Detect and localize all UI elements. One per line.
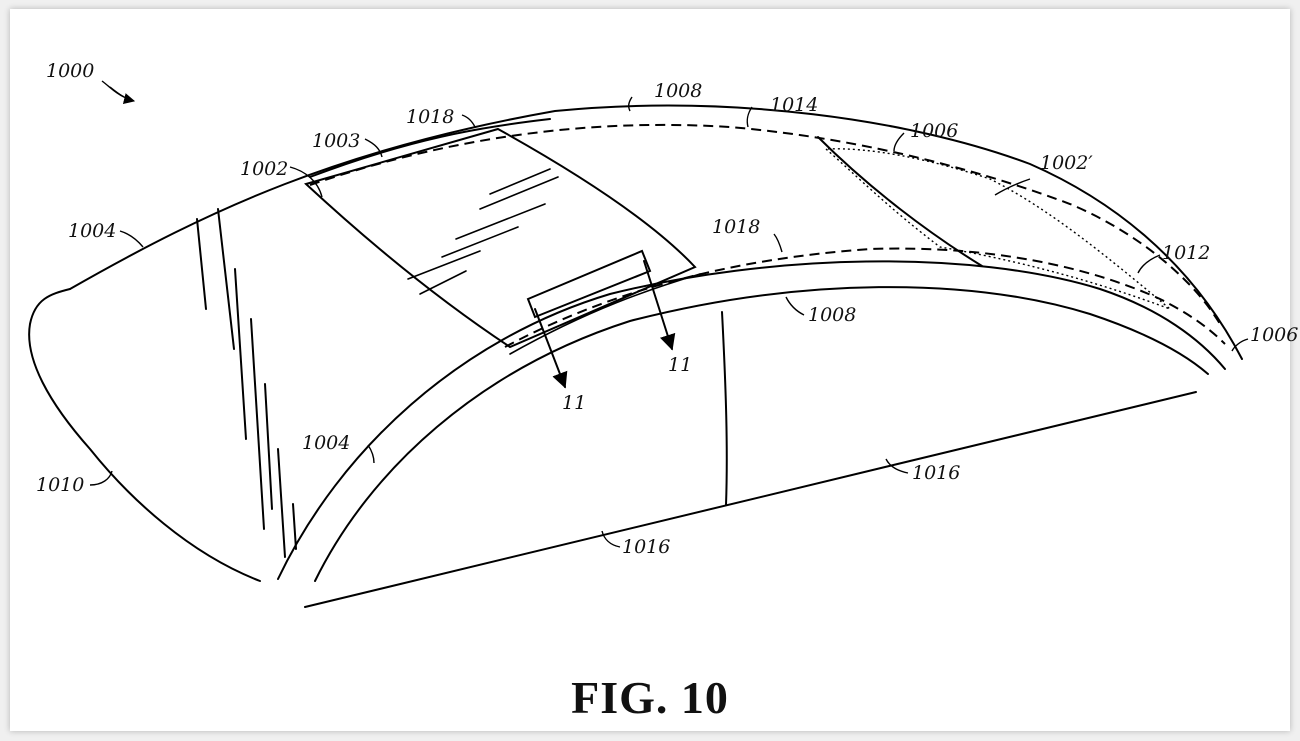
- ref-1008-side: 1008: [808, 304, 856, 326]
- roof-inner-outline: [309, 118, 551, 178]
- roof-channel-line: [509, 273, 701, 355]
- ref-1003: 1003: [312, 130, 360, 152]
- ref-1018-side: 1018: [712, 216, 760, 238]
- ref-1006-edge: 1006: [1250, 324, 1298, 346]
- roof-panel-1002: [304, 127, 697, 349]
- lower-body-line: [304, 391, 1197, 608]
- ref-1004-top: 1004: [68, 220, 116, 242]
- windshield-reflection-lines: [196, 208, 297, 558]
- panel-reflection-lines: [407, 168, 559, 295]
- roof-side-arc-inner: [314, 286, 1209, 582]
- ref-1002: 1002: [240, 158, 288, 180]
- windshield-front-outline: [28, 288, 261, 582]
- vehicle-roof-drawing: 1000 1002 1002′ 1003 1004 1004 1006 1006…: [28, 60, 1298, 608]
- assembly-arrow: [109, 86, 136, 104]
- ref-1010: 1010: [36, 474, 84, 496]
- ref-1016-front: 1016: [622, 536, 670, 558]
- patent-sheet: 1000 1002 1002′ 1003 1004 1004 1006 1006…: [10, 9, 1298, 731]
- figure-title: FIG. 10: [571, 672, 729, 723]
- section-box: [526, 249, 652, 319]
- ref-1014: 1014: [770, 94, 818, 116]
- ref-1018-top: 1018: [406, 106, 454, 128]
- ref-1000: 1000: [46, 60, 94, 82]
- ref-1012: 1012: [1162, 242, 1210, 264]
- seal-line-lower: [504, 247, 1226, 348]
- ref-1016-rear: 1016: [912, 462, 960, 484]
- ref-1006-top: 1006: [910, 120, 958, 142]
- roof-outer-outline: [69, 104, 1243, 360]
- leader-lines: [89, 80, 1249, 548]
- section-arrow-left: [534, 308, 568, 389]
- ref-1008-top: 1008: [654, 80, 702, 102]
- roof-side-arc-outer: [277, 260, 1226, 580]
- ref-1004-side: 1004: [302, 432, 350, 454]
- rear-panel-edge: [817, 136, 983, 267]
- section-arrow-right: [643, 260, 676, 351]
- pillar-line: [721, 311, 728, 506]
- ref-1002-prime: 1002′: [1040, 152, 1093, 174]
- ref-section-11-left: 11: [562, 392, 586, 414]
- ref-section-11-right: 11: [668, 354, 692, 376]
- seal-line-upper: [309, 123, 1221, 325]
- rear-panel-1002-prime: [824, 148, 1171, 310]
